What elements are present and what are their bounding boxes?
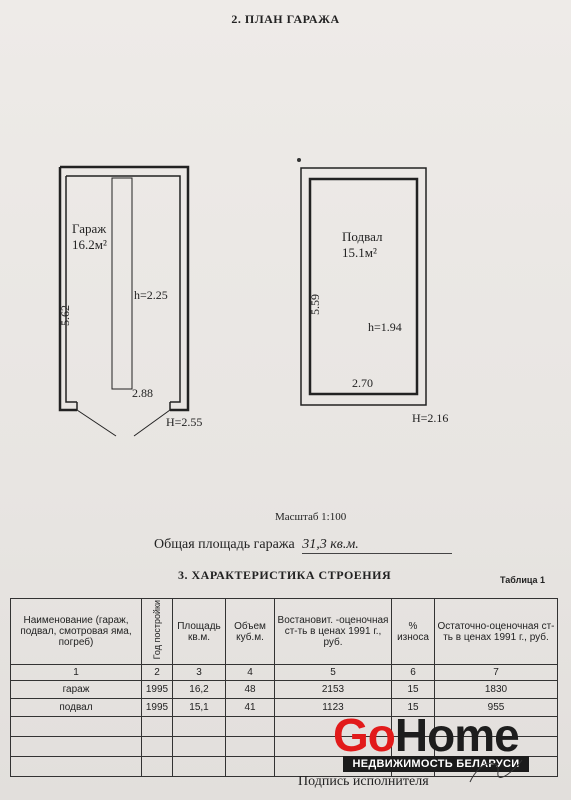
cellar-area: 15.1м² bbox=[342, 245, 377, 260]
garage-door-line-left bbox=[76, 409, 117, 437]
plan-heading: 2. ПЛАН ГАРАЖА bbox=[231, 12, 340, 26]
cellar-marker bbox=[297, 158, 301, 162]
inspection-pit bbox=[111, 177, 133, 390]
cellar-inner-wall bbox=[308, 177, 419, 396]
total-area-value: 31,3 кв.м. bbox=[302, 537, 453, 554]
header-wear: % износа bbox=[391, 598, 435, 665]
header-restore-cost: Востановит. -оценочная ст-ть в ценах 199… bbox=[274, 598, 392, 665]
row-area: 16,2 bbox=[172, 680, 226, 699]
row-year: 1995 bbox=[141, 680, 173, 699]
table-label: Таблица 1 bbox=[500, 575, 546, 585]
logo-subtitle: НЕДВИЖИМОСТЬ БЕЛАРУСИ bbox=[343, 756, 529, 772]
garage-inner-wall bbox=[65, 175, 181, 403]
total-area-row: Общая площадь гаража 31,3 кв.м. bbox=[154, 537, 453, 554]
table-row: гараж 1995 16,2 48 2153 15 1830 bbox=[10, 680, 558, 699]
logo-go: Go bbox=[333, 709, 396, 761]
row-name: гараж bbox=[10, 680, 142, 699]
col-number: 3 bbox=[172, 664, 226, 681]
table-row: подвал 1995 15,1 41 1123 15 955 bbox=[10, 698, 558, 717]
row-area: 15,1 bbox=[172, 698, 226, 717]
col-number: 7 bbox=[434, 664, 558, 681]
column-number-row: 1 2 3 4 5 6 7 bbox=[10, 664, 558, 681]
empty-table-row bbox=[10, 716, 558, 737]
header-name: Наименование (гараж, подвал, смотровая я… bbox=[10, 598, 142, 665]
garage-label: Гараж bbox=[72, 221, 107, 236]
header-year: Год постройки bbox=[152, 600, 162, 660]
cellar-height: H=2.16 bbox=[412, 411, 449, 425]
characteristics-heading: 3. ХАРАКТЕРИСТИКА СТРОЕНИЯ bbox=[178, 568, 392, 582]
garage-length: 5.62 bbox=[58, 305, 72, 326]
col-number: 4 bbox=[225, 664, 275, 681]
row-residual-cost: 1830 bbox=[434, 680, 558, 699]
garage-height: H=2.55 bbox=[166, 415, 203, 429]
row-wear: 15 bbox=[391, 680, 435, 699]
cellar-length: 5.59 bbox=[308, 294, 322, 315]
garage-door-line-right bbox=[133, 409, 171, 437]
col-number: 5 bbox=[274, 664, 392, 681]
garage-pit-height: h=2.25 bbox=[134, 288, 168, 302]
header-area: Площадь кв.м. bbox=[172, 598, 226, 665]
cellar-inner-height: h=1.94 bbox=[368, 320, 402, 334]
floor-plan-drawing bbox=[58, 158, 427, 437]
row-restore-cost: 2153 bbox=[274, 680, 392, 699]
scale-label: Масштаб 1:100 bbox=[275, 511, 347, 523]
gohome-watermark: GoHome НЕДВИЖИМОСТЬ БЕЛАРУСИ bbox=[333, 712, 529, 772]
header-residual-cost: Остаточно-оценочная ст-ть в ценах 1991 г… bbox=[434, 598, 558, 665]
garage-area: 16.2м² bbox=[72, 237, 107, 252]
signature-label: Подпись исполнителя bbox=[298, 774, 429, 789]
table-header-row: Наименование (гараж, подвал, смотровая я… bbox=[10, 598, 558, 665]
logo-home: Home bbox=[394, 709, 520, 761]
header-year-cell: Год постройки bbox=[141, 598, 173, 665]
col-number: 6 bbox=[391, 664, 435, 681]
total-area-label: Общая площадь гаража bbox=[154, 537, 295, 552]
cellar-width: 2.70 bbox=[352, 376, 373, 390]
row-year: 1995 bbox=[141, 698, 173, 717]
gohome-logo: GoHome bbox=[333, 712, 529, 758]
cellar-label: Подвал bbox=[342, 229, 383, 244]
row-name: подвал bbox=[10, 698, 142, 717]
col-number: 1 bbox=[10, 664, 142, 681]
header-volume: Объем куб.м. bbox=[225, 598, 275, 665]
col-number: 2 bbox=[141, 664, 173, 681]
characteristics-table: Наименование (гараж, подвал, смотровая я… bbox=[10, 598, 558, 777]
garage-width: 2.88 bbox=[132, 386, 153, 400]
row-volume: 48 bbox=[225, 680, 275, 699]
garage-outer-wall bbox=[58, 165, 190, 412]
row-volume: 41 bbox=[225, 698, 275, 717]
cellar-outer-wall bbox=[300, 167, 427, 406]
